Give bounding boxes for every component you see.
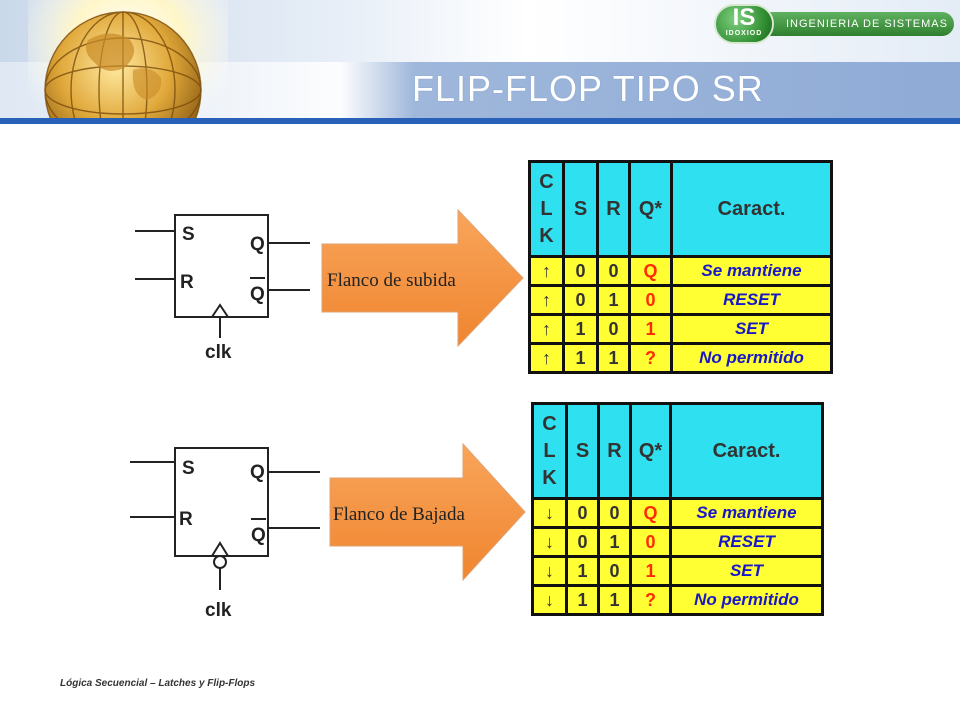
arrow-shape xyxy=(329,442,526,582)
cell-clk: ↑ xyxy=(528,255,565,287)
cell-q: 0 xyxy=(629,526,672,558)
header-q: Q* xyxy=(629,402,672,500)
label-qbar: Q xyxy=(251,525,266,546)
label-clk: clk xyxy=(205,600,232,621)
header-q: Q* xyxy=(628,160,673,258)
cell-clk: ↓ xyxy=(531,555,568,587)
logo-badge-initials: IS xyxy=(732,4,756,31)
cell-s: 1 xyxy=(562,342,599,374)
arrow-shape xyxy=(321,208,524,348)
cell-carac: Se mantiene xyxy=(670,255,833,287)
cell-s: 0 xyxy=(565,526,600,558)
cell-s: 0 xyxy=(565,497,600,529)
cell-r: 1 xyxy=(597,526,632,558)
cell-carac: No permitido xyxy=(669,584,824,616)
cell-carac: RESET xyxy=(669,526,824,558)
cell-clk: ↑ xyxy=(528,313,565,345)
cell-s: 0 xyxy=(562,255,599,287)
cell-clk: ↑ xyxy=(528,342,565,374)
cell-carac: SET xyxy=(670,313,833,345)
cell-q: 1 xyxy=(629,555,672,587)
cell-clk: ↓ xyxy=(531,584,568,616)
table-row: ↑ 0 1 0 RESET xyxy=(528,284,833,316)
clock-inversion-bubble xyxy=(213,555,227,569)
label-q: Q xyxy=(250,462,265,483)
cell-carac: No permitido xyxy=(670,342,833,374)
cell-r: 1 xyxy=(596,284,631,316)
logo-text: INGENIERIA DE SISTEMAS xyxy=(762,12,954,36)
globe-image xyxy=(28,0,228,124)
table-row: ↑ 1 0 1 SET xyxy=(528,313,833,345)
cell-q: Q xyxy=(629,497,672,529)
cell-r: 0 xyxy=(597,497,632,529)
cell-q: 0 xyxy=(628,284,673,316)
slide-footer: Lógica Secuencial – Latches y Flip-Flops xyxy=(60,678,256,689)
cell-s: 1 xyxy=(565,584,600,616)
table-row: ↓ 1 0 1 SET xyxy=(531,555,824,587)
flipflop-box xyxy=(174,447,269,557)
cell-carac: SET xyxy=(669,555,824,587)
cell-q: Q xyxy=(628,255,673,287)
cell-s: 0 xyxy=(562,284,599,316)
cell-q: ? xyxy=(628,342,673,374)
header-s: S xyxy=(565,402,600,500)
cell-clk: ↓ xyxy=(531,526,568,558)
header-r: R xyxy=(596,160,631,258)
arrow-falling-label: Flanco de Bajada xyxy=(333,504,465,525)
label-s: S xyxy=(182,224,195,245)
title-backdrop xyxy=(340,62,960,118)
cell-r: 0 xyxy=(596,313,631,345)
header-r: R xyxy=(597,402,632,500)
clock-triangle xyxy=(211,541,229,557)
cell-clk: ↑ xyxy=(528,284,565,316)
header-rule xyxy=(0,118,960,124)
table-row: ↓ 0 1 0 RESET xyxy=(531,526,824,558)
slide-title: FLIP-FLOP TIPO SR xyxy=(412,68,764,109)
label-s: S xyxy=(182,458,195,479)
cell-r: 0 xyxy=(597,555,632,587)
cell-q: 1 xyxy=(628,313,673,345)
table-row: ↑ 1 1 ? No permitido xyxy=(528,342,833,374)
flipflop-rising: S R Q Q clk xyxy=(135,214,310,363)
cell-clk: ↓ xyxy=(531,497,568,529)
label-r: R xyxy=(179,509,193,530)
flipflop-box xyxy=(174,214,269,318)
flipflop-falling: S R Q Q clk xyxy=(130,447,320,621)
table-row: ↓ 1 1 ? No permitido xyxy=(531,584,824,616)
arrow-falling: Flanco de Bajada xyxy=(329,442,526,582)
label-q: Q xyxy=(250,234,265,255)
cell-carac: RESET xyxy=(670,284,833,316)
cell-s: 1 xyxy=(565,555,600,587)
logo-badge: IS IDOXIOD xyxy=(714,4,774,44)
cell-q: ? xyxy=(629,584,672,616)
slide-header: INGENIERIA DE SISTEMAS IS IDOXIOD FLIP-F… xyxy=(0,0,960,124)
table-row: ↓ 0 0 Q Se mantiene xyxy=(531,497,824,529)
clock-triangle xyxy=(211,303,229,318)
label-qbar: Q xyxy=(250,284,265,305)
cell-carac: Se mantiene xyxy=(669,497,824,529)
label-r: R xyxy=(180,272,194,293)
company-logo: INGENIERIA DE SISTEMAS IS IDOXIOD xyxy=(714,4,954,44)
header-carac: Caract. xyxy=(670,160,833,258)
arrow-rising: Flanco de subida xyxy=(321,208,524,348)
header-carac: Caract. xyxy=(669,402,824,500)
arrow-rising-label: Flanco de subida xyxy=(327,270,456,291)
logo-badge-subtext: IDOXIOD xyxy=(725,30,763,37)
header-s: S xyxy=(562,160,599,258)
cell-s: 1 xyxy=(562,313,599,345)
table-row: ↑ 0 0 Q Se mantiene xyxy=(528,255,833,287)
label-clk: clk xyxy=(205,342,232,363)
cell-r: 1 xyxy=(596,342,631,374)
cell-r: 1 xyxy=(597,584,632,616)
cell-r: 0 xyxy=(596,255,631,287)
